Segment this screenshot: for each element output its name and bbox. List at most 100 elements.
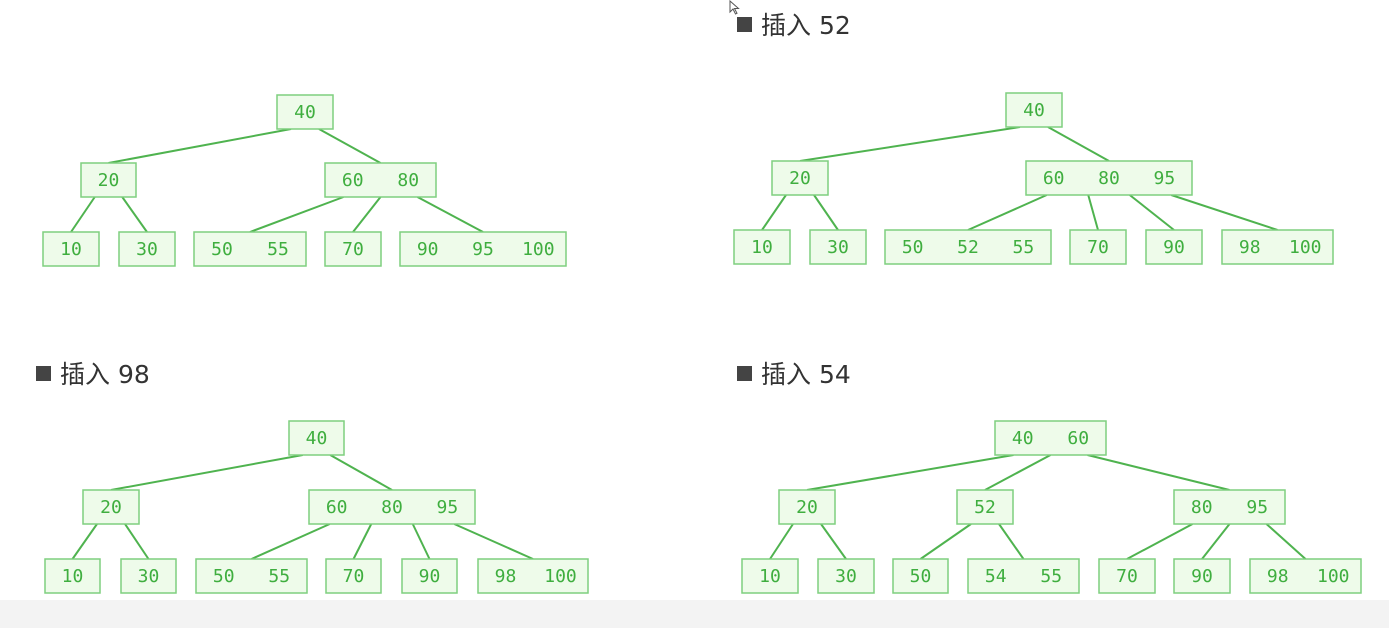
tree-edge: [110, 454, 303, 491]
internal-node: 20: [80, 162, 137, 198]
leaf-node: 70: [324, 231, 382, 267]
tree-edge: [121, 196, 148, 233]
tree-edge: [1129, 194, 1175, 231]
leaf-node: 98 100: [1249, 558, 1362, 594]
node-key: 100: [522, 239, 555, 260]
internal-node: 52: [956, 489, 1014, 525]
mouse-pointer-icon: [729, 0, 740, 15]
node-key: 60: [342, 170, 364, 191]
node-key: 40: [306, 428, 328, 449]
node-key: 98: [1239, 237, 1261, 258]
node-key: 20: [796, 497, 818, 518]
node-key: 52: [974, 497, 996, 518]
node-key: 50: [910, 566, 932, 587]
tree-edge: [71, 523, 98, 560]
node-box: [1173, 558, 1231, 594]
leaf-node: 30: [817, 558, 875, 594]
node-box: [778, 489, 836, 525]
leaf-node: 70: [325, 558, 382, 594]
tree-edge: [820, 523, 847, 560]
tree-edge: [249, 196, 344, 233]
node-key: 30: [138, 566, 160, 587]
caption-text: 插入 52: [761, 11, 851, 40]
node-box: [80, 162, 137, 198]
node-key: 100: [1317, 566, 1350, 587]
node-key: 54: [985, 566, 1007, 587]
node-key: 55: [267, 239, 289, 260]
node-key: 30: [835, 566, 857, 587]
node-box: [1098, 558, 1156, 594]
caption-insert-98: 插入 98: [36, 357, 150, 389]
node-key: 55: [268, 566, 290, 587]
node-box: [324, 162, 437, 198]
node-box: [324, 231, 382, 267]
node-box: [1173, 489, 1286, 525]
tree-edge: [318, 128, 381, 164]
node-key: 80: [381, 497, 403, 518]
internal-node: 20: [82, 489, 140, 525]
tree-edge: [984, 454, 1051, 491]
node-box: [771, 160, 829, 196]
node-box: [477, 558, 589, 594]
leaf-node: 30: [118, 231, 176, 267]
node-key: 90: [417, 239, 439, 260]
leaf-node: 10: [44, 558, 101, 594]
node-key: 95: [1153, 168, 1175, 189]
node-key: 98: [1267, 566, 1289, 587]
node-key: 40: [294, 102, 316, 123]
node-box: [82, 489, 140, 525]
node-box: [817, 558, 875, 594]
node-key: 10: [60, 239, 82, 260]
node-key: 70: [343, 566, 365, 587]
node-box: [193, 231, 307, 267]
leaf-node: 10: [733, 229, 791, 265]
node-key: 30: [136, 239, 158, 260]
internal-node: 20: [778, 489, 836, 525]
leaf-node: 70: [1098, 558, 1156, 594]
tree-edge: [998, 523, 1025, 560]
caption-text: 插入 54: [761, 360, 851, 389]
node-key: 20: [98, 170, 120, 191]
tree-edge: [70, 196, 96, 233]
node-key: 95: [472, 239, 494, 260]
node-key: 10: [759, 566, 781, 587]
node-key: 90: [1191, 566, 1213, 587]
node-box: [733, 229, 791, 265]
tree-edge: [1047, 126, 1110, 162]
node-key: 80: [397, 170, 419, 191]
node-key: 40: [1012, 428, 1034, 449]
tree-edge: [1126, 523, 1193, 560]
tree-edge: [1265, 523, 1307, 560]
node-key: 10: [751, 237, 773, 258]
node-key: 50: [902, 237, 924, 258]
caption-insert-52: 插入 52: [737, 8, 851, 40]
tree-edge: [352, 196, 382, 233]
node-key: 90: [1163, 237, 1185, 258]
node-box: [1069, 229, 1127, 265]
tree-edge: [329, 454, 393, 491]
node-box: [288, 420, 345, 456]
leaf-node: 70: [1069, 229, 1127, 265]
node-box: [325, 558, 382, 594]
tree-edge: [1170, 194, 1278, 231]
leaf-node: 30: [120, 558, 177, 594]
node-box: [195, 558, 308, 594]
leaf-node: 90: [1145, 229, 1203, 265]
tree-edge: [124, 523, 150, 560]
square-bullet-icon: [36, 365, 51, 381]
node-key: 20: [789, 168, 811, 189]
tree-edge: [352, 523, 373, 560]
bottom-bar: [0, 600, 1389, 628]
node-box: [956, 489, 1014, 525]
leaf-node: 90 95 100: [399, 231, 567, 267]
node-key: 20: [100, 497, 122, 518]
